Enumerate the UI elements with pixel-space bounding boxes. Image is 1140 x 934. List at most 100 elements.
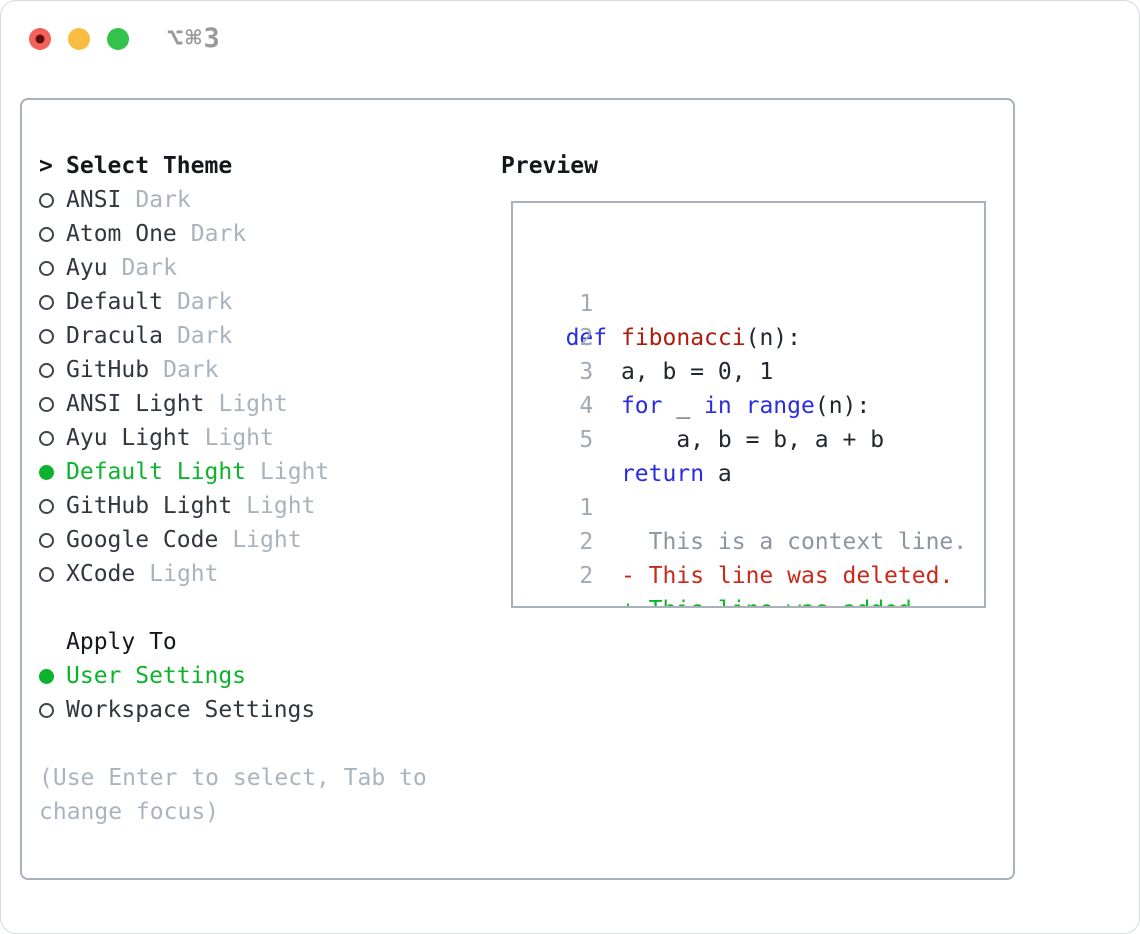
option-label: ANSI Light: [66, 391, 205, 417]
line-number: 2: [579, 529, 594, 555]
option-label: Dracula: [66, 323, 163, 349]
option-label: Atom One: [66, 221, 177, 247]
option-label: Ayu: [66, 255, 108, 281]
option-variant-badge: Light: [149, 561, 219, 587]
preview-code-line: [524, 219, 984, 253]
option-label: GitHub: [66, 357, 150, 383]
code-token: + This line was added.: [621, 597, 926, 606]
option-label: Default Light: [66, 459, 247, 485]
radio-icon: [39, 226, 54, 242]
option-label: GitHub Light: [66, 493, 233, 519]
preview-code-line: 1 def fibonacci(n):: [524, 253, 984, 351]
code-token: a, b = b, a + b: [551, 427, 885, 453]
radio-icon: [39, 464, 54, 480]
code-token: This is a context line.: [551, 529, 968, 555]
apply-to-list: User Settings Workspace Settings: [39, 659, 484, 727]
minimize-button[interactable]: [68, 28, 90, 50]
option-variant-badge: Light: [260, 459, 330, 485]
theme-list: ANSI Dark Atom One Dark Ayu Dark Default…: [39, 183, 484, 591]
select-theme-title: Select Theme: [66, 153, 233, 179]
prompt-icon: >: [39, 153, 53, 179]
theme-option[interactable]: Ayu Dark: [39, 251, 484, 285]
theme-option[interactable]: ANSI Dark: [39, 183, 484, 217]
radio-icon: [39, 294, 54, 310]
option-label: ANSI: [66, 187, 122, 213]
option-variant-badge: Light: [246, 493, 316, 519]
theme-option[interactable]: Google Code Light: [39, 523, 484, 557]
theme-option[interactable]: Ayu Light Light: [39, 421, 484, 455]
line-number: 1: [579, 495, 594, 521]
theme-option[interactable]: XCode Light: [39, 557, 484, 591]
theme-picker-panel: > Select Theme ANSI Dark Atom One Dark A…: [20, 98, 1015, 880]
theme-option[interactable]: ANSI Light Light: [39, 387, 484, 421]
preview-code-line: 3 for _ in range(n):: [524, 321, 984, 419]
option-label: Default: [66, 289, 163, 315]
line-number: 3: [579, 359, 594, 385]
code-token: in: [704, 393, 732, 419]
radio-icon: [39, 362, 54, 378]
preview-title: Preview: [501, 153, 598, 179]
line-number: 2: [579, 563, 594, 589]
radio-icon: [39, 668, 54, 684]
spacer: [39, 591, 484, 625]
theme-option[interactable]: Dracula Dark: [39, 319, 484, 353]
option-variant-badge: Light: [218, 391, 288, 417]
code-token: - This line was deleted.: [620, 563, 954, 589]
window-controls: [29, 28, 129, 50]
radio-icon: [39, 498, 54, 514]
hint-line-2: change focus): [39, 799, 220, 825]
option-variant-badge: Light: [232, 527, 302, 553]
option-variant-badge: Dark: [135, 187, 191, 213]
radio-icon: [39, 260, 54, 276]
code-token: a, b = 0, 1: [551, 359, 774, 385]
preview-code-line: 1 This is a context line.: [524, 457, 984, 555]
option-variant-badge: Dark: [176, 323, 233, 349]
option-variant-badge: Dark: [163, 357, 219, 383]
preview-pane: 1 def fibonacci(n): 2 a, b = 0, 1 3 for …: [511, 201, 986, 608]
code-token: [607, 325, 621, 351]
radio-icon: [39, 430, 54, 446]
option-variant-badge: Dark: [190, 221, 247, 247]
theme-option[interactable]: GitHub Dark: [39, 353, 484, 387]
line-number: 4: [579, 393, 594, 419]
code-token: [732, 393, 746, 419]
option-label: Ayu Light: [66, 425, 191, 451]
radio-icon: [39, 532, 54, 548]
apply-to-option[interactable]: User Settings: [39, 659, 484, 693]
theme-option[interactable]: GitHub Light Light: [39, 489, 484, 523]
window-title-shortcut: ⌥⌘3: [167, 23, 222, 54]
code-token: _: [662, 393, 705, 419]
apply-to-header: Apply To: [39, 625, 484, 659]
option-variant-badge: Light: [204, 425, 274, 451]
radio-icon: [39, 702, 54, 718]
preview-code-line: 2 + This line was added.: [524, 525, 984, 606]
zoom-button[interactable]: [107, 28, 129, 50]
option-variant-badge: Dark: [176, 289, 233, 315]
select-theme-header: > Select Theme: [39, 149, 484, 183]
preview-code-line: 2 a, b = 0, 1: [524, 287, 984, 385]
line-number: 2: [579, 325, 594, 351]
option-variant-badge: Dark: [121, 255, 177, 281]
radio-icon: [39, 328, 54, 344]
close-button[interactable]: [29, 28, 51, 50]
preview-code-line: 5 return a: [524, 389, 984, 487]
theme-list-pane: > Select Theme ANSI Dark Atom One Dark A…: [39, 149, 484, 829]
code-token: return: [620, 461, 705, 487]
code-token: fibonacci: [620, 325, 746, 351]
theme-option[interactable]: Default Dark: [39, 285, 484, 319]
hint-line-1: (Use Enter to select, Tab to: [39, 765, 427, 791]
theme-option[interactable]: Atom One Dark: [39, 217, 484, 251]
code-token: range: [745, 393, 815, 419]
option-label: User Settings: [66, 663, 247, 689]
preview-code-line: 4 a, b = b, a + b: [524, 355, 984, 453]
spacer: [39, 727, 484, 761]
code-token: (n):: [814, 393, 871, 419]
apply-to-title: Apply To: [66, 629, 177, 655]
theme-option[interactable]: Default Light Light: [39, 455, 484, 489]
code-token: def: [565, 325, 608, 351]
radio-icon: [39, 566, 54, 582]
apply-to-option[interactable]: Workspace Settings: [39, 693, 484, 727]
code-token: [552, 597, 621, 606]
line-number: 5: [579, 427, 594, 453]
